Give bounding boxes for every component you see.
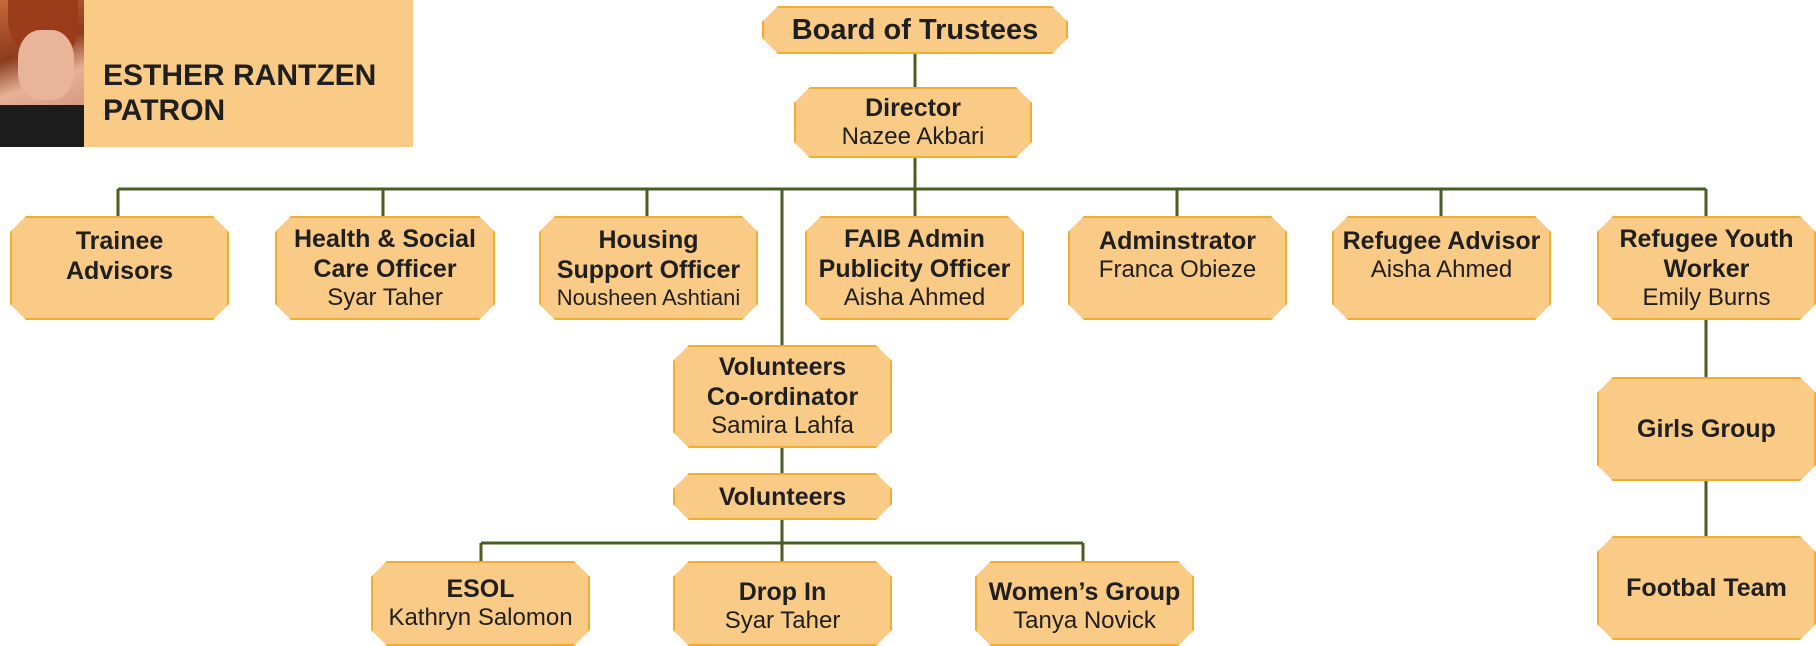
node-person: Aisha Ahmed: [843, 283, 986, 311]
node-esol: ESOL Kathryn Salomon: [371, 561, 590, 646]
node-football-team: Footbal Team: [1597, 536, 1816, 640]
node-refugee-advisor: Refugee Advisor Aisha Ahmed: [1332, 216, 1551, 320]
node-person: Kathryn Salomon: [388, 604, 573, 632]
node-title: Refugee Advisor: [1342, 227, 1541, 255]
patron-panel: ESTHER RANTZEN PATRON: [0, 0, 413, 147]
node-volunteers-coordinator: Volunteers Co-ordinator Samira Lahfa: [673, 345, 892, 448]
node-title-line2: Care Officer: [313, 254, 457, 283]
node-title: ESOL: [446, 575, 515, 604]
node-title-line1: Health & Social: [294, 224, 476, 253]
node-person: Samira Lahfa: [711, 412, 854, 440]
node-administrator: Adminstrator Franca Obieze: [1068, 216, 1287, 320]
node-title: Adminstrator: [1099, 227, 1256, 255]
node-title-line1: Refugee Youth: [1619, 224, 1794, 253]
node-title-line1: Housing: [598, 225, 699, 254]
node-refugee-youth-worker: Refugee Youth Worker Emily Burns: [1597, 216, 1816, 320]
node-volunteers: Volunteers: [673, 473, 892, 520]
node-title: Women’s Group: [988, 578, 1181, 606]
node-director: Director Nazee Akbari: [794, 87, 1032, 158]
node-person: Nousheen Ashtiani: [556, 284, 741, 310]
node-girls-group: Girls Group: [1597, 377, 1816, 481]
node-title: Volunteers: [718, 482, 847, 511]
node-person: Syar Taher: [724, 607, 841, 634]
node-person: Emily Burns: [1642, 283, 1771, 311]
node-womens-group: Women’s Group Tanya Novick: [975, 561, 1194, 646]
node-person: Syar Taher: [327, 283, 443, 311]
node-title: Girls Group: [1637, 415, 1776, 443]
node-person: Nazee Akbari: [841, 123, 985, 151]
patron-text: ESTHER RANTZEN PATRON: [103, 58, 376, 128]
node-person: Tanya Novick: [1013, 607, 1156, 634]
node-drop-in: Drop In Syar Taher: [673, 561, 892, 646]
node-title-line2: Worker: [1663, 254, 1750, 283]
patron-role: PATRON: [103, 94, 226, 128]
node-title-line2: Advisors: [66, 257, 173, 285]
node-health-social-care: Health & Social Care Officer Syar Taher: [275, 216, 495, 320]
node-title: Board of Trustees: [791, 13, 1039, 46]
patron-photo: [0, 0, 84, 147]
node-title-line1: Volunteers: [718, 353, 847, 382]
node-title: Footbal Team: [1626, 574, 1787, 602]
node-title-line1: FAIB Admin: [844, 224, 985, 253]
node-title-line1: Trainee: [75, 227, 164, 255]
node-board-of-trustees: Board of Trustees: [762, 6, 1068, 54]
node-title: Director: [865, 94, 961, 123]
node-title-line2: Publicity Officer: [818, 254, 1011, 283]
node-person: Franca Obieze: [1098, 256, 1257, 283]
node-title-line2: Co-ordinator: [706, 383, 859, 412]
node-faib-admin: FAIB Admin Publicity Officer Aisha Ahmed: [805, 216, 1024, 320]
patron-name: ESTHER RANTZEN: [103, 59, 377, 92]
node-housing-support: Housing Support Officer Nousheen Ashtian…: [539, 216, 758, 320]
node-title-line2: Support Officer: [556, 255, 741, 284]
node-title: Drop In: [738, 578, 827, 606]
node-person: Aisha Ahmed: [1370, 256, 1513, 283]
node-trainee-advisors: Trainee Advisors: [10, 216, 229, 320]
